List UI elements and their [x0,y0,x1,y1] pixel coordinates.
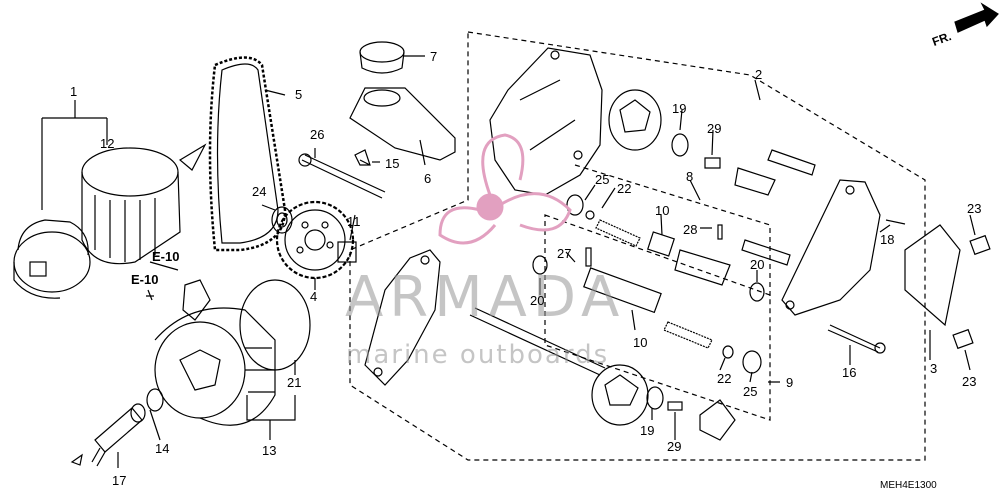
oil-fitting [91,403,146,467]
part-label-8: 8 [686,169,694,184]
part-label-18: 18 [880,232,895,247]
part-label-23-upper: 23 [967,201,982,216]
watermark-tagline: marine outboards [346,340,610,370]
pump-casing [489,47,603,196]
part-label-6: 6 [424,171,432,186]
front-arrow-icon [954,2,999,33]
part-label-19-upper: 19 [672,101,687,116]
watermark-brand: ARMADA [345,265,626,330]
part-label-9: 9 [786,375,794,390]
part-label-25-lower: 25 [743,384,758,399]
part-label-19-lower: 19 [640,423,655,438]
pump-shaft [469,307,606,376]
part-label-11: 11 [347,214,361,229]
part-label-22-lower: 22 [717,371,732,386]
o-ring [239,279,311,371]
filter-wrench-cap [13,219,91,299]
part-label-29-upper: 29 [707,121,722,136]
part-label-1: 1 [70,84,78,99]
part-label-2: 2 [755,67,763,82]
part-label-29-lower: 29 [667,439,682,454]
part-label-4: 4 [310,289,318,304]
part-label-21: 21 [287,375,302,390]
part-label-20-right: 20 [750,257,765,272]
part-label-27: 27 [557,246,572,261]
part-label-10-upper: 10 [655,203,670,218]
part-label-25-upper: 25 [595,172,610,187]
reference-e10-lower: E-10 [131,272,159,287]
part-label-17: 17 [112,473,127,488]
part-label-20-left: 20 [530,293,545,308]
part-label-5: 5 [295,87,303,102]
part-label-14: 14 [155,441,170,456]
part-label-22-upper: 22 [617,181,632,196]
reference-e10-upper: E-10 [152,249,180,264]
oil-pump-housing [154,279,276,426]
part-label-24: 24 [252,184,267,199]
diagram-code: MEH4E1300 [880,480,937,491]
part-label-10-lower: 10 [633,335,648,350]
part-label-3: 3 [930,361,938,376]
part-label-28: 28 [683,222,698,237]
part-label-7: 7 [430,49,438,64]
inner-assembly-outline [544,214,771,421]
outer-rotor-lower [591,364,649,426]
gasket [904,224,961,327]
tank-cover [349,41,456,161]
assembly-outline [349,31,926,461]
sprocket [275,200,355,280]
part-label-23-lower: 23 [962,374,977,389]
part-label-12: 12 [100,136,115,151]
part-label-13: 13 [262,443,277,458]
drive-chain [208,56,287,252]
watermark-logo [438,133,572,245]
pump-cover-left [364,249,441,386]
part-label-16: 16 [842,365,857,380]
oil-filter [81,147,181,265]
part-label-15: 15 [385,156,400,171]
part-label-26: 26 [310,127,325,142]
outer-rotor-upper [608,89,662,151]
pump-cover-right [781,179,881,316]
